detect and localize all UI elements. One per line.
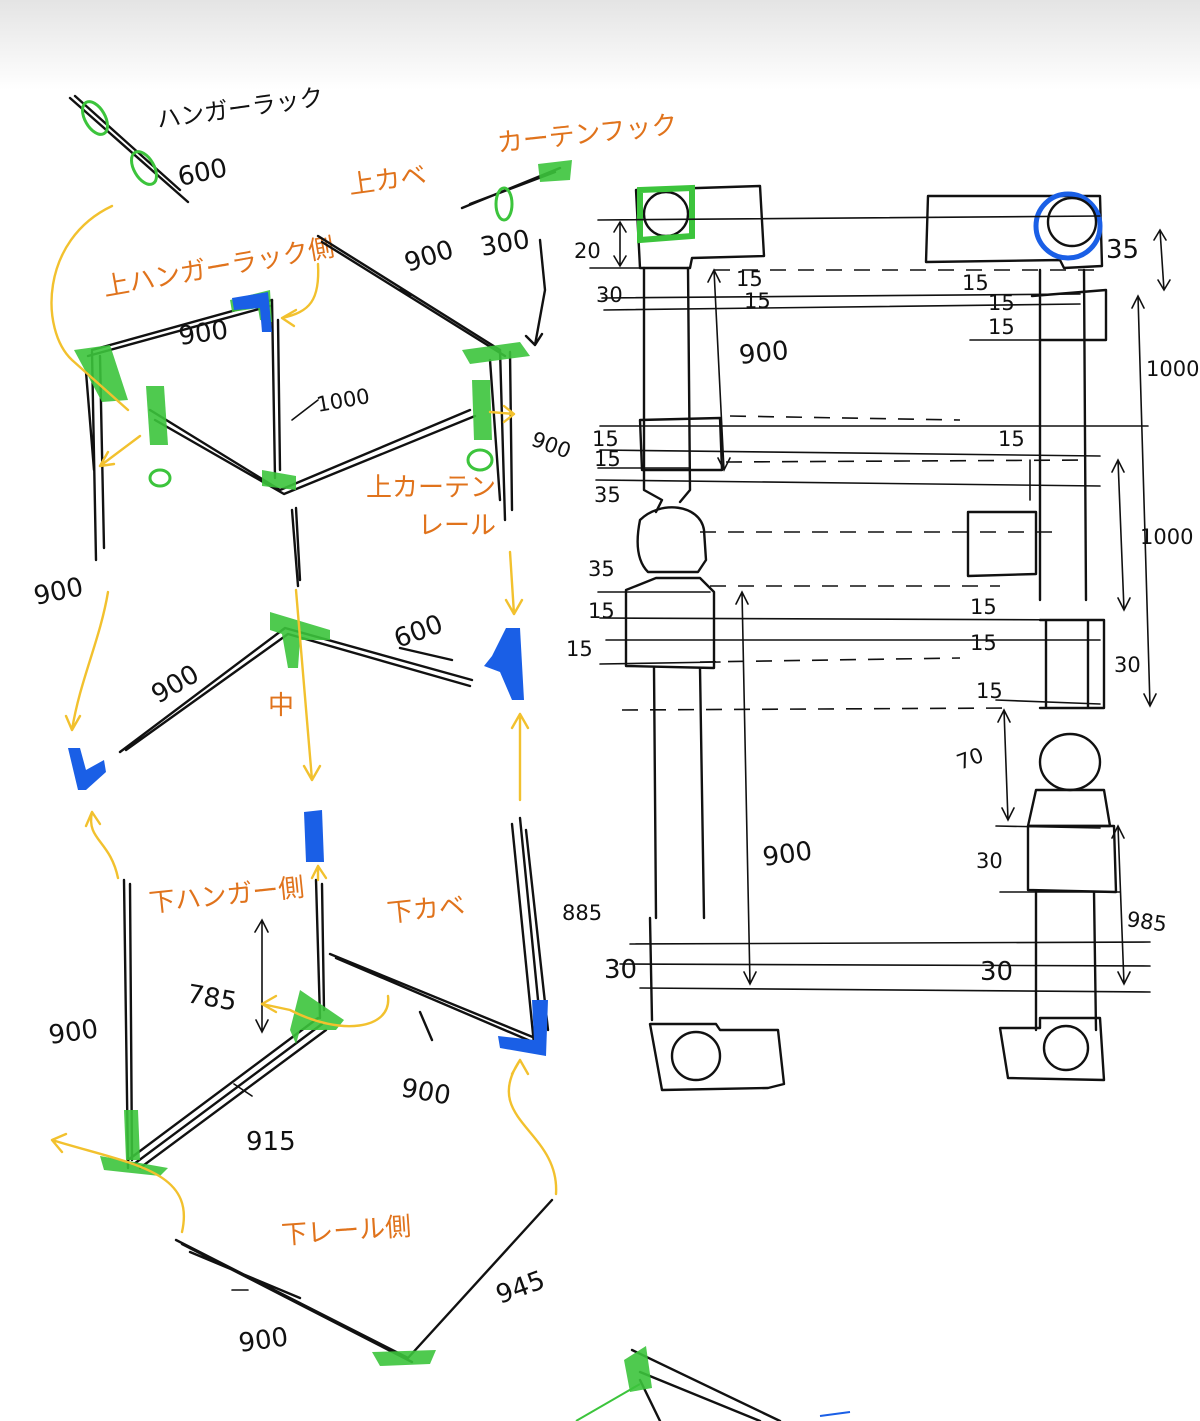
dim-r-15-j: 15: [566, 637, 593, 661]
dim-r-35-a: 35: [594, 483, 621, 507]
dim-r-15-k: 15: [970, 595, 997, 619]
dim-upper-post-1000: 1000: [315, 384, 372, 417]
label-lower-wall: 下カベ: [386, 891, 467, 929]
joint-bottom-left: [648, 1022, 786, 1092]
dim-bottom-900: 900: [237, 1322, 290, 1359]
marker-blue-lower-right: [498, 1000, 548, 1056]
marker-blue-middle-left: [68, 748, 106, 790]
dim-r-30-bottom-left: 30: [604, 955, 637, 985]
right-sketch: 20 30 15 15 900 15 15 15 35 1000 15 15 1…: [566, 184, 1199, 1092]
right-middle-block: [966, 510, 1038, 578]
dim-r-15-e: 15: [988, 315, 1015, 339]
joint-top-left: [634, 184, 766, 270]
dim-r-15-m: 15: [976, 679, 1003, 703]
left-connector-upper: [638, 416, 724, 472]
dimension-arrows: [613, 220, 1171, 986]
marker-green-upper-right: [472, 380, 492, 440]
right-connector-middle: [1038, 618, 1106, 710]
dim-r-15-a: 15: [736, 267, 763, 291]
dim-r-30-a: 30: [1114, 653, 1141, 677]
dim-r-985: 985: [1125, 907, 1168, 936]
dim-lower-left-900: 900: [47, 1014, 100, 1051]
dim-upper-wall-900: 900: [401, 235, 457, 279]
dim-r-20: 20: [574, 239, 601, 263]
dim-r-35-top: 35: [1106, 235, 1139, 265]
dim-r-15-b: 15: [744, 289, 771, 313]
dim-r-1000-a: 1000: [1146, 357, 1199, 381]
dim-hanger-rack-600: 600: [175, 153, 230, 193]
dim-lower-post-785: 785: [185, 979, 239, 1017]
dim-upper-top-900: 900: [177, 315, 230, 352]
marker-blue-middle-right: [484, 628, 524, 700]
dim-middle-900: 900: [147, 659, 205, 710]
hanger-rack-rod: [68, 94, 190, 204]
yellow-connector-arrows: [50, 204, 558, 1234]
marker-blue-upper-corner: [232, 292, 272, 332]
dim-r-70: 70: [954, 743, 987, 775]
joint-top-right: [924, 191, 1104, 270]
right-tube-upper: [1030, 268, 1108, 602]
dim-bottom-945: 945: [492, 1265, 549, 1310]
dim-lower-right-885: 885: [562, 901, 602, 925]
horizontal-guides: [589, 215, 1151, 993]
curtain-hook-rod: [460, 160, 572, 222]
dim-r-15-c: 15: [962, 271, 989, 295]
label-curtain-hook: カーテンフック: [496, 110, 679, 159]
dim-r-900-lower: 900: [761, 836, 814, 873]
label-lower-hanger-side: 下ハンガー側: [148, 873, 306, 919]
top-shadow: [0, 0, 1200, 90]
dim-r-15-g: 15: [594, 447, 621, 471]
marker-green-upper-left: [74, 345, 128, 402]
dim-lower-diag-915: 915: [246, 1127, 296, 1157]
dim-r-1000-b: 1000: [1140, 525, 1193, 549]
dim-upper-wall-300: 300: [478, 225, 532, 263]
joint-middle-right: [1026, 732, 1118, 1032]
left-sketch: ハンガーラック 600 カーテンフック 上カベ 上ハンガーラック側: [31, 83, 679, 1366]
marker-blue-lower-top: [304, 810, 324, 862]
lower-frame: [122, 816, 554, 1364]
middle-post: [290, 506, 302, 588]
dim-middle-600: 600: [390, 609, 447, 654]
dim-r-15-f: 15: [592, 427, 619, 451]
label-upper-curtain-rail-2: レール: [418, 511, 496, 541]
dim-r-30-b: 30: [976, 849, 1003, 873]
dim-r-15-i: 15: [588, 599, 615, 623]
bottom-partial-sketch: [575, 1346, 851, 1421]
dim-r-35-b: 35: [588, 557, 615, 581]
dim-r-15-l: 15: [970, 631, 997, 655]
label-upper-hanger-side: 上ハンガーラック側: [101, 233, 337, 303]
dim-upper-left-900: 900: [31, 572, 86, 612]
dim-r-30-top: 30: [596, 283, 623, 307]
label-hanger-rack: ハンガーラック: [155, 83, 325, 134]
left-tube-lower: [648, 666, 706, 1022]
joint-middle-left: [624, 506, 716, 670]
dim-upper-right-900: 900: [528, 427, 574, 463]
dim-r-900-top: 900: [738, 336, 791, 371]
joint-bottom-right: [998, 1016, 1106, 1082]
label-lower-rail-side: 下レール側: [280, 1212, 412, 1251]
label-middle: 中: [268, 691, 294, 721]
dim-r-15-d: 15: [988, 291, 1015, 315]
dim-r-15-h: 15: [998, 427, 1025, 451]
label-upper-curtain-rail-1: 上カーテン: [366, 473, 496, 503]
marker-green-lower-center: [290, 990, 344, 1044]
left-tube-upper: [642, 266, 692, 514]
marker-green-bottom: [372, 1350, 436, 1366]
dim-r-30-bottom-right: 30: [980, 957, 1013, 987]
upper-frame: [84, 234, 547, 562]
label-upper-wall: 上カベ: [347, 160, 428, 201]
dim-lower-wall-900: 900: [399, 1073, 453, 1111]
